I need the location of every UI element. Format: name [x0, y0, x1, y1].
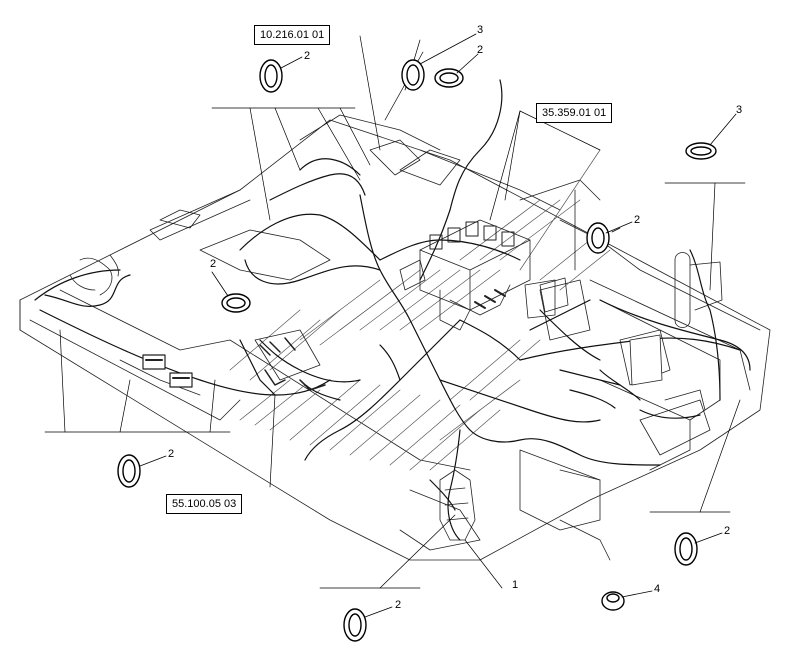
callout-leaders [139, 33, 737, 618]
left-console-connectors [69, 254, 193, 388]
grommet-item4 [601, 591, 625, 611]
control-module [254, 329, 326, 391]
callout-2-mid-right: 2 [634, 214, 641, 226]
clamp-rings [117, 59, 717, 642]
hatch-stripes [229, 149, 611, 471]
callout-2-bottom-left: 2 [168, 448, 175, 460]
callout-3-top: 3 [477, 24, 484, 36]
reference-label-right: 35.359.01 01 [536, 103, 613, 123]
callout-2-top-right: 2 [477, 44, 484, 56]
reference-label-top: 10.216.01 01 [254, 25, 331, 45]
chassis-frame [19, 114, 771, 561]
reference-label-bottom: 55.100.05 03 [166, 494, 243, 514]
callout-2-top-left: 2 [304, 50, 311, 62]
callout-4: 4 [654, 583, 661, 595]
leader-lines [44, 35, 746, 589]
callout-2-mid-left: 2 [210, 258, 217, 270]
callout-3-right: 3 [736, 104, 743, 116]
callout-2-bottom-right: 2 [724, 525, 731, 537]
callout-1: 1 [512, 579, 519, 591]
right-components [524, 252, 723, 386]
bottom-center-harness [439, 469, 476, 541]
callout-2-bottom-center: 2 [395, 599, 402, 611]
wire-harness [34, 79, 751, 541]
valve-block [399, 219, 569, 331]
